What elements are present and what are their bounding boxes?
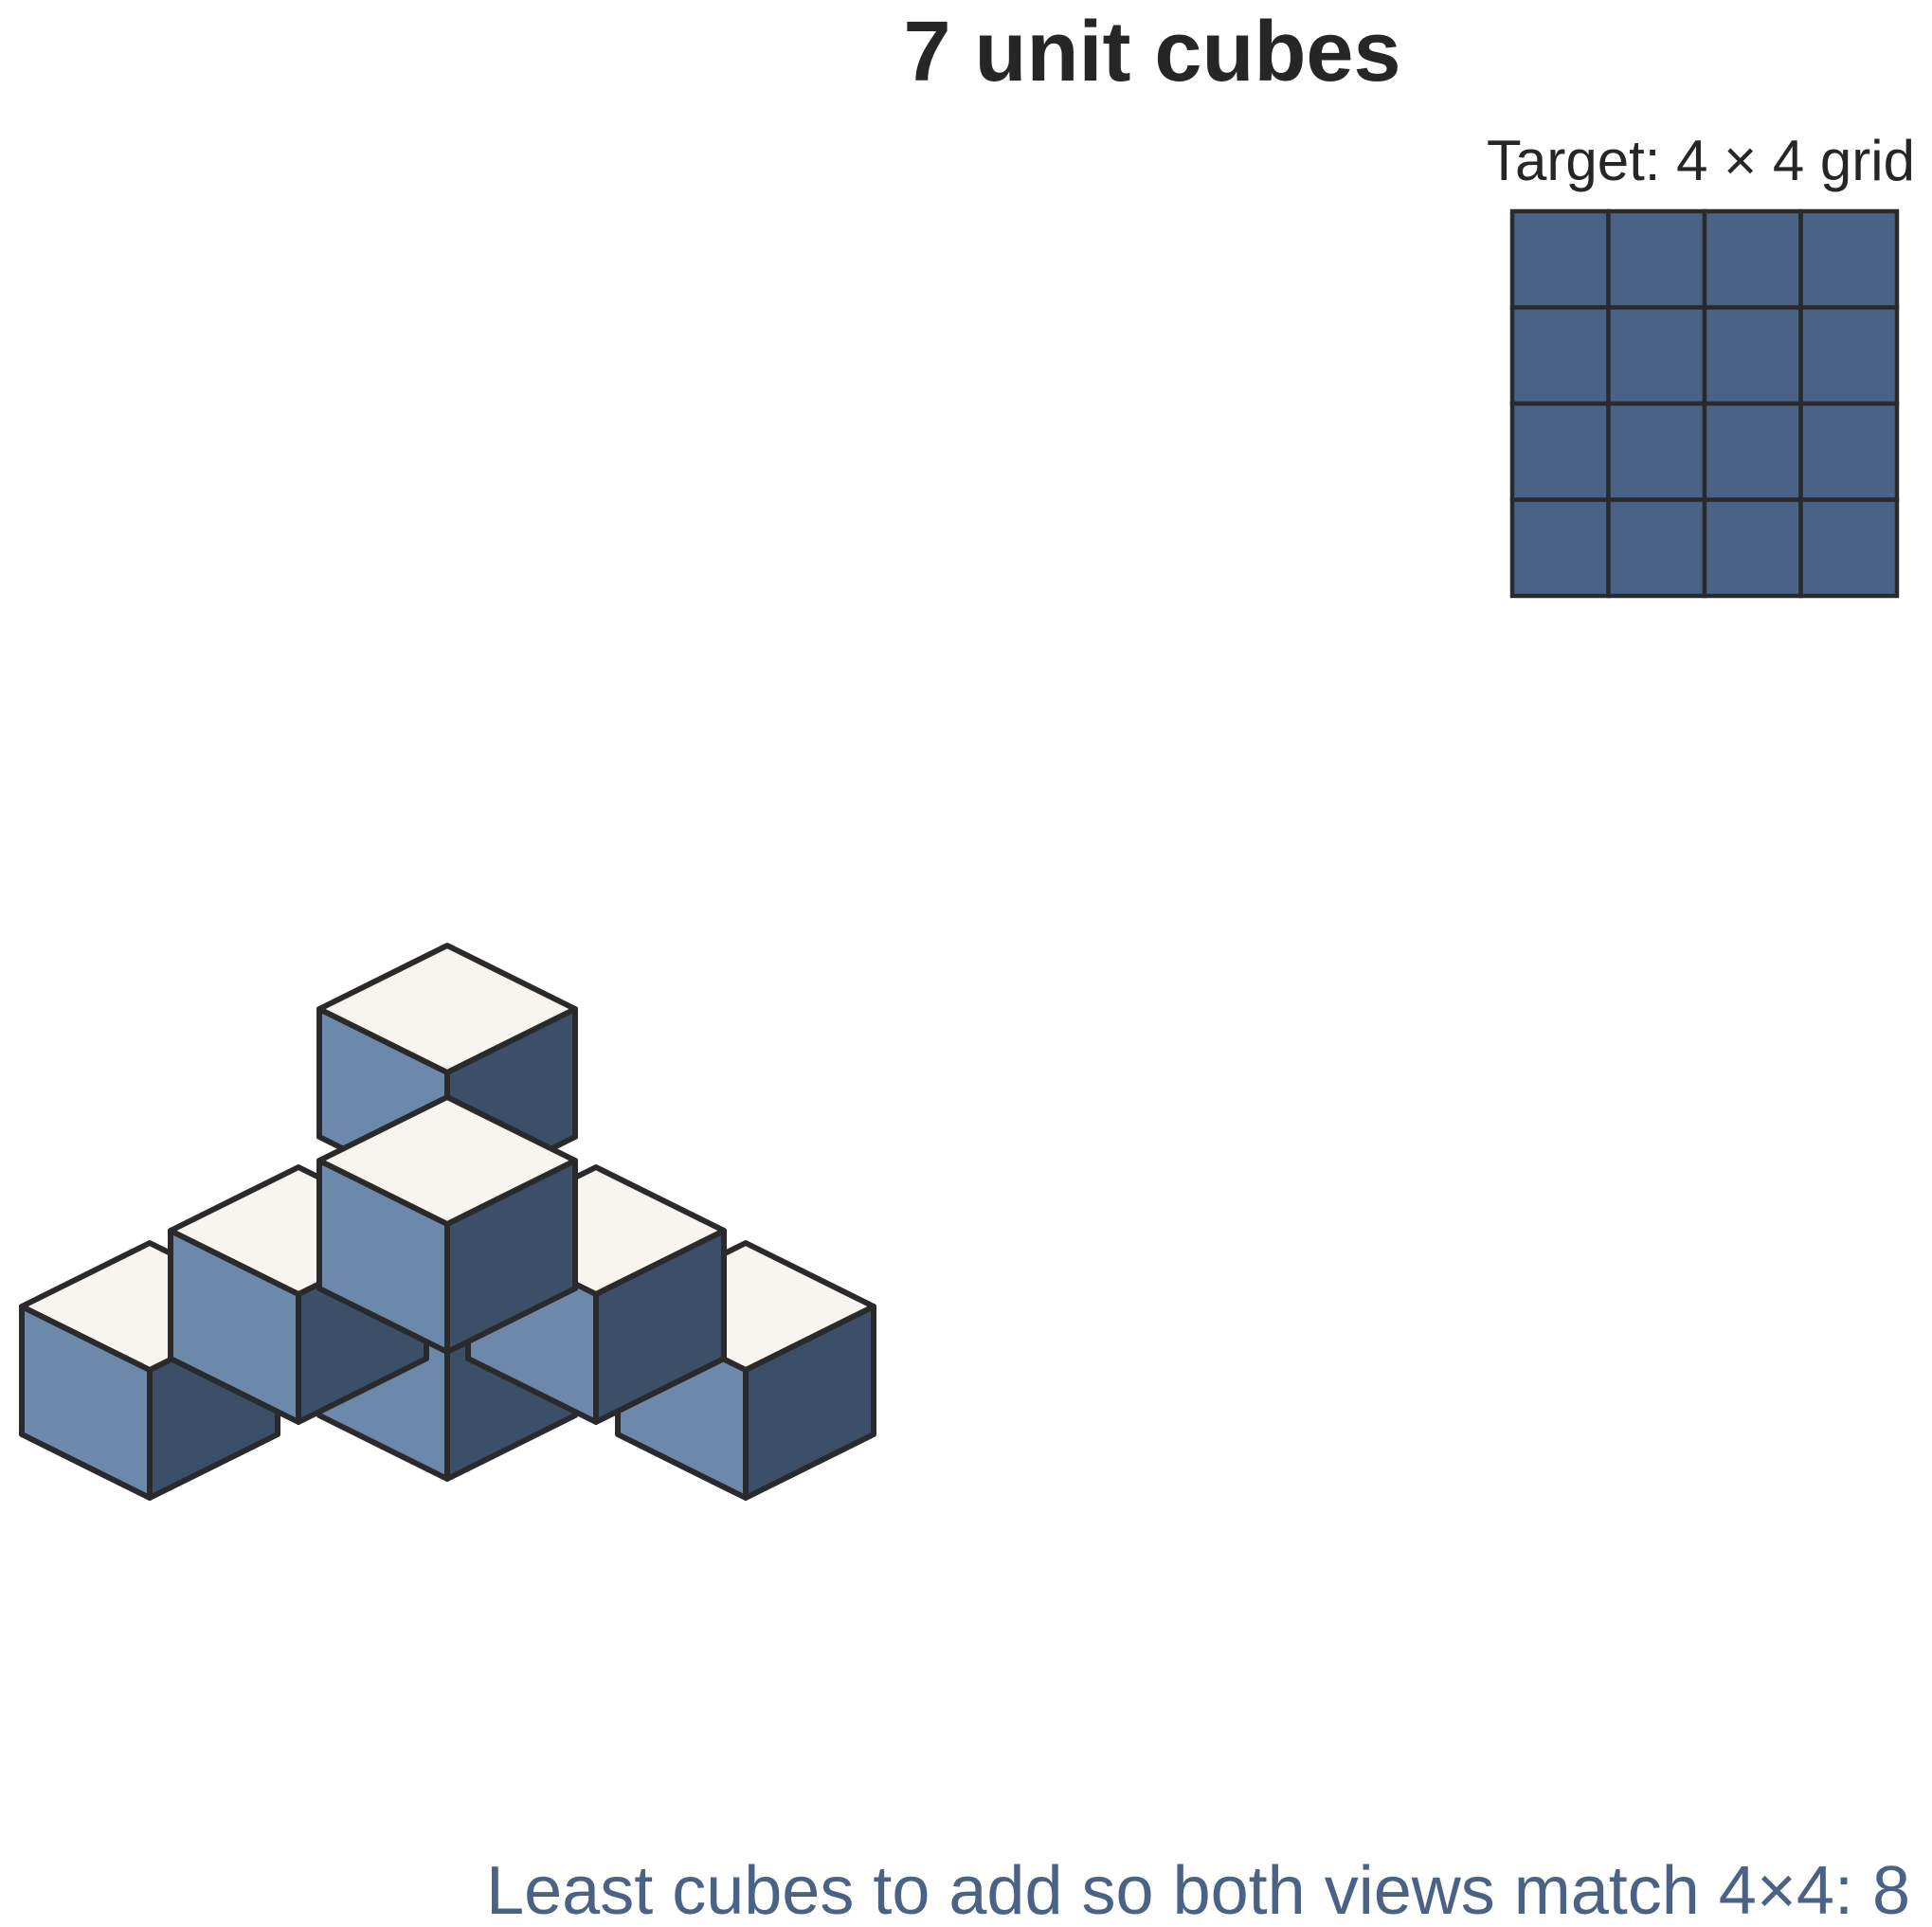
page-title: 7 unit cubes — [903, 5, 1400, 99]
grid-cell-r2-c2 — [1606, 305, 1707, 406]
grid-cell-r3-c1 — [1509, 401, 1611, 502]
target-grid-label: Target: 4 × 4 grid — [1487, 129, 1915, 192]
grid-cell-r2-c4 — [1798, 305, 1900, 406]
grid-cell-r4-c2 — [1606, 497, 1707, 599]
cube-stack — [19, 943, 876, 1501]
cube-top-top-face — [316, 943, 578, 1075]
grid-cell-r3-c4 — [1798, 401, 1900, 502]
cube-center-front-top-face — [316, 1094, 578, 1227]
answer-text: Least cubes to add so both views match 4… — [486, 1853, 1910, 1927]
cube-center-front — [316, 1094, 578, 1355]
grid-cell-r4-c4 — [1798, 497, 1900, 599]
grid-cell-r4-c1 — [1509, 497, 1611, 599]
grid-cell-r1-c2 — [1606, 208, 1707, 310]
grid-cell-r3-c2 — [1606, 401, 1707, 502]
grid-cell-r2-c1 — [1509, 305, 1611, 406]
target-grid — [1509, 208, 1900, 599]
grid-cell-r1-c4 — [1798, 208, 1900, 310]
grid-cell-r1-c1 — [1509, 208, 1611, 310]
grid-cell-r3-c3 — [1702, 401, 1803, 502]
grid-cell-r1-c3 — [1702, 208, 1803, 310]
grid-cell-r2-c3 — [1702, 305, 1803, 406]
grid-cell-r4-c3 — [1702, 497, 1803, 599]
